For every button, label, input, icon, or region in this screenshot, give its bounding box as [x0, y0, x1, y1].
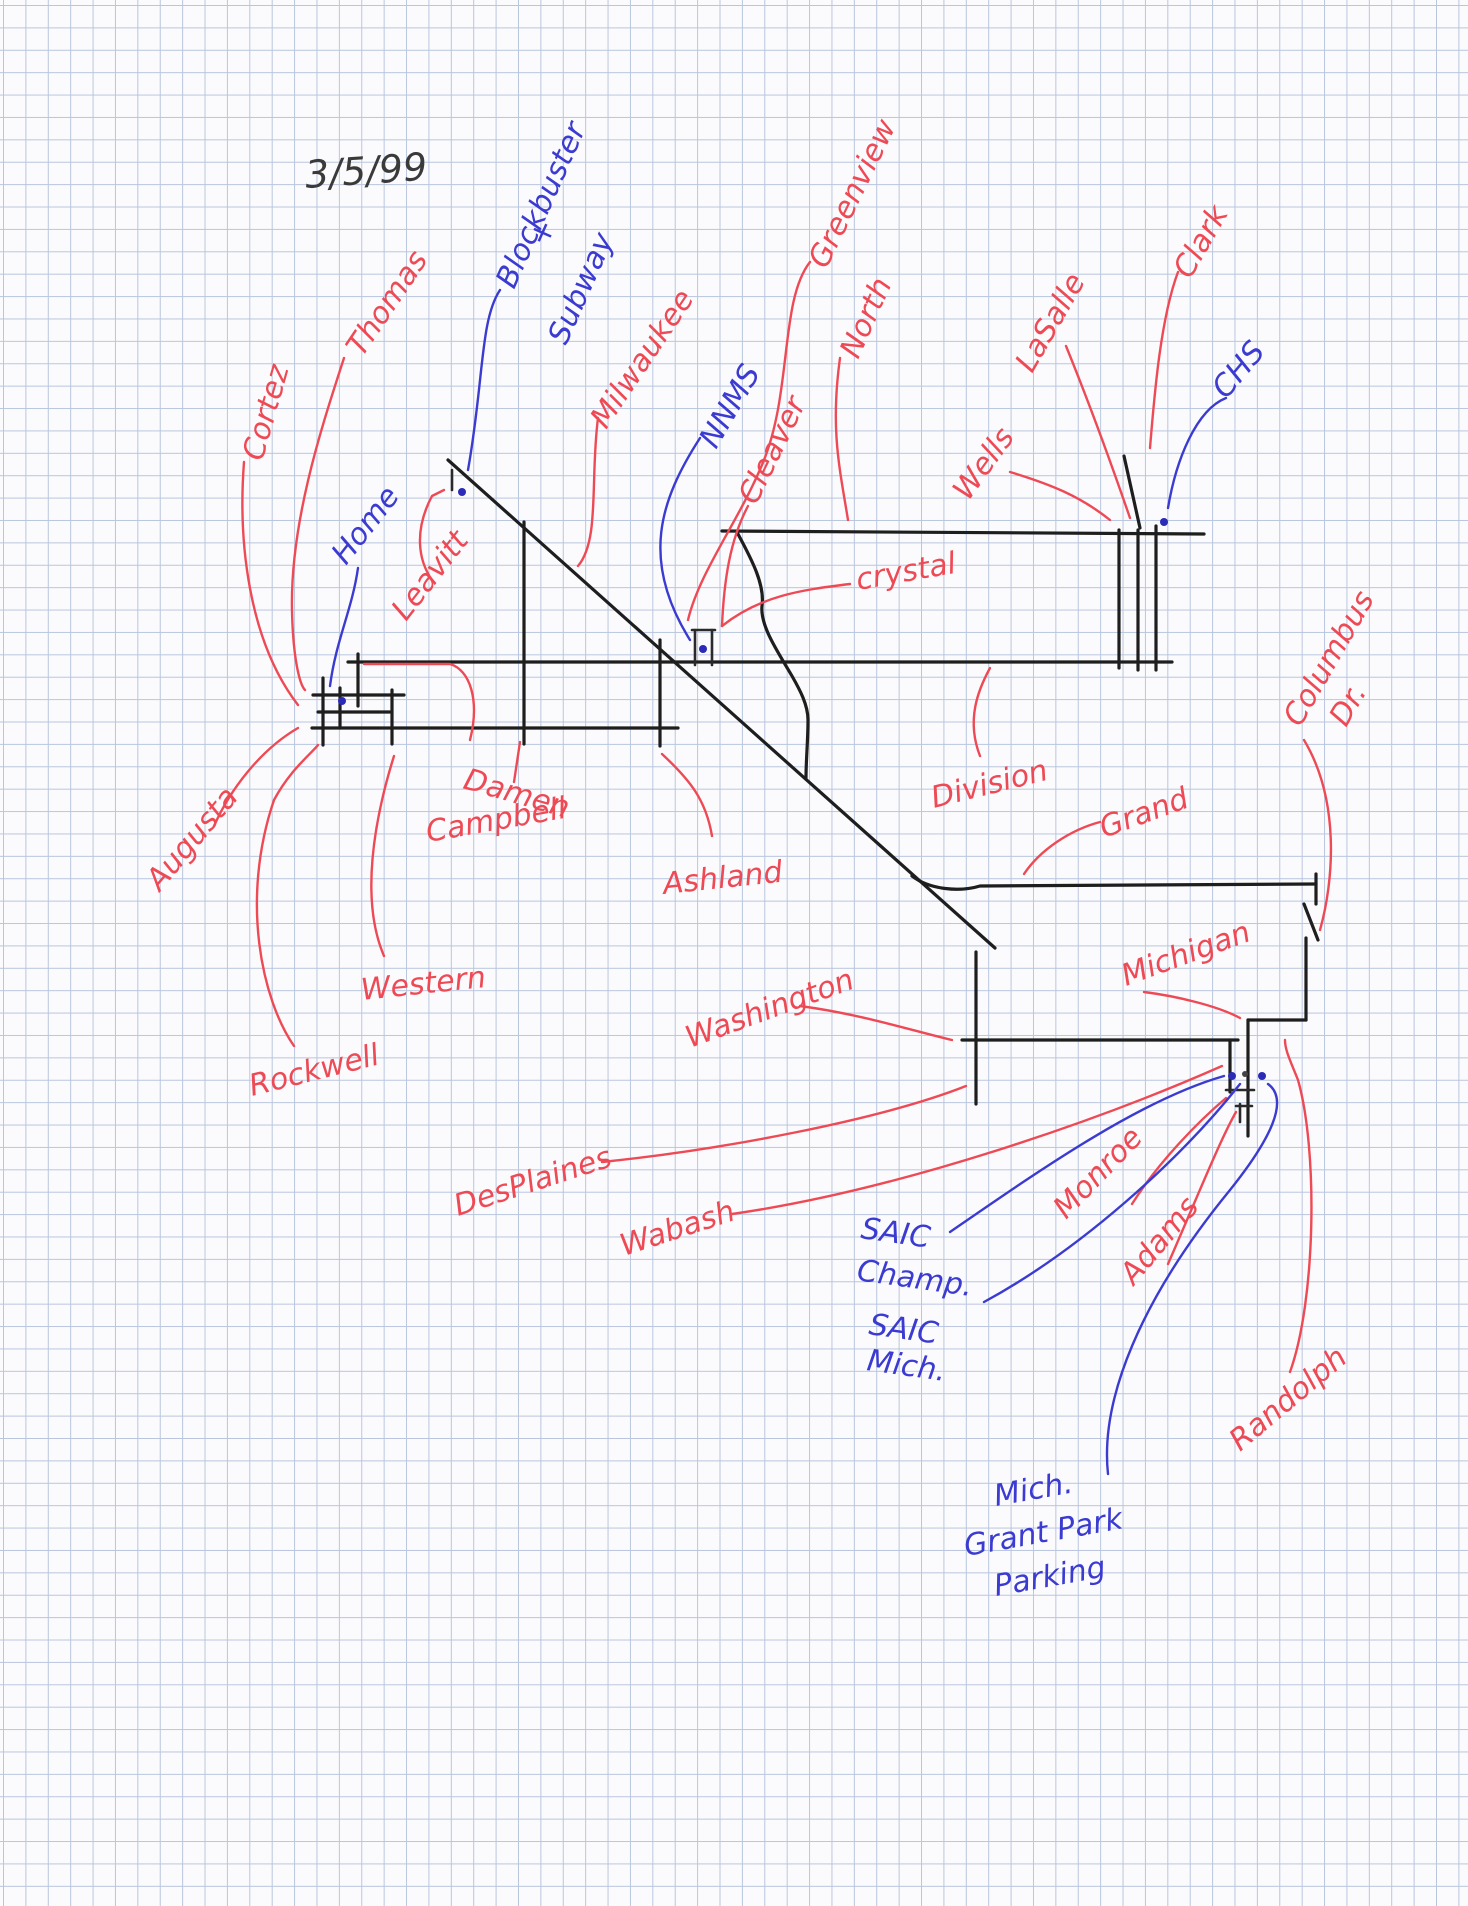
arrow-cortez [241, 460, 300, 707]
arrow-home [328, 566, 360, 688]
label-sail-champ-line2: Champ. [855, 1253, 975, 1304]
label-washington: Washington [681, 962, 859, 1055]
blockbuster-marker [458, 488, 466, 496]
arrow-monroe [1130, 1096, 1228, 1206]
arrow-desplaines [600, 1084, 968, 1164]
street-clark-diagonal [1122, 454, 1142, 530]
label-ashland: Ashland [659, 855, 785, 903]
label-leavitt: Leavitt [385, 523, 477, 627]
label-desplaines: DesPlaines [450, 1140, 616, 1224]
street-crystal [736, 532, 810, 780]
street-network [310, 454, 1320, 1138]
label-milwaukee: Milwaukee [584, 283, 702, 434]
arrow-augusta [212, 726, 300, 828]
arrow-randolph [1283, 1038, 1313, 1374]
label-chs: CHS [1205, 335, 1272, 405]
arrow-rockwell [255, 743, 320, 1048]
note-date: 3/5/99 [304, 145, 429, 197]
grant-park-marker [1258, 1072, 1266, 1080]
label-wells: Wells [946, 421, 1022, 507]
label-clark: Clark [1167, 198, 1237, 284]
label-grant-park-line1: Mich. [991, 1466, 1075, 1514]
place-markers [338, 488, 1266, 1080]
street-labels: Cortez Thomas Milwaukee Greenview North … [138, 113, 1382, 1458]
street-milwaukee [446, 458, 997, 950]
chs-marker [1160, 518, 1168, 526]
label-augusta: Augusta [138, 780, 245, 899]
label-sail-champ-line1: SAIC [859, 1211, 933, 1255]
arrow-washington [798, 1004, 954, 1042]
arrow-damen [512, 740, 522, 784]
street-columbus-diagonal [1302, 902, 1320, 942]
arrow-blockbuster [466, 288, 502, 472]
arrow-michigan [1142, 990, 1242, 1020]
street-label-arrows [212, 260, 1333, 1374]
arrow-sail-champ [948, 1074, 1226, 1234]
arrow-clark [1148, 270, 1180, 450]
street-north [720, 529, 1206, 536]
arrow-adams [1166, 1110, 1238, 1266]
arrow-north [834, 356, 850, 522]
arrow-division [972, 666, 992, 758]
sail-champ-marker [1228, 1072, 1236, 1080]
arrow-greenview [686, 260, 812, 622]
arrow-leavitt [418, 488, 446, 582]
label-grant-park-line3: Parking [991, 1550, 1108, 1604]
label-crystal: crystal [853, 546, 959, 598]
place-label-arrows [328, 288, 1279, 1476]
label-greenview: Greenview [802, 113, 904, 273]
place-labels: Home Blockbuster + Subway NNMS CHS SAIC … [325, 115, 1273, 1603]
label-thomas: Thomas [340, 244, 436, 362]
arrow-wells [1008, 470, 1112, 522]
arrow-grand [1022, 820, 1102, 876]
label-randolph: Randolph [1223, 1340, 1354, 1458]
label-home: Home [325, 480, 407, 571]
label-north: North [833, 272, 899, 363]
label-cortez: Cortez [236, 360, 297, 465]
arrow-ashland [660, 752, 714, 838]
arrow-thomas [290, 356, 346, 692]
label-grand: Grand [1095, 781, 1194, 846]
arrow-lasalle [1064, 344, 1132, 520]
label-wabash: Wabash [616, 1194, 740, 1264]
arrow-milwaukee [576, 416, 600, 568]
label-rockwell: Rockwell [245, 1038, 383, 1104]
label-lasalle: LaSalle [1009, 267, 1093, 378]
arrow-columbus [1302, 738, 1333, 932]
street-grand [910, 874, 1318, 891]
arrow-campbell [362, 662, 476, 742]
nnms-marker [699, 645, 707, 653]
label-western: Western [359, 960, 487, 1008]
sail-mich-marker [1242, 1071, 1248, 1077]
label-division: Division [927, 753, 1051, 816]
arrow-western [370, 754, 396, 958]
arrow-chs [1166, 396, 1228, 510]
label-nnms: NNMS [693, 359, 768, 454]
arrow-crystal [720, 582, 852, 628]
arrow-nnms [659, 436, 702, 642]
home-marker [338, 697, 346, 705]
arrow-grant-park [1105, 1082, 1279, 1476]
arrow-sail-mich [982, 1082, 1242, 1304]
label-michigan: Michigan [1117, 915, 1255, 994]
arrow-cleaver [720, 504, 750, 628]
label-monroe: Monroe [1047, 1120, 1150, 1225]
arrow-wabash [730, 1064, 1224, 1216]
